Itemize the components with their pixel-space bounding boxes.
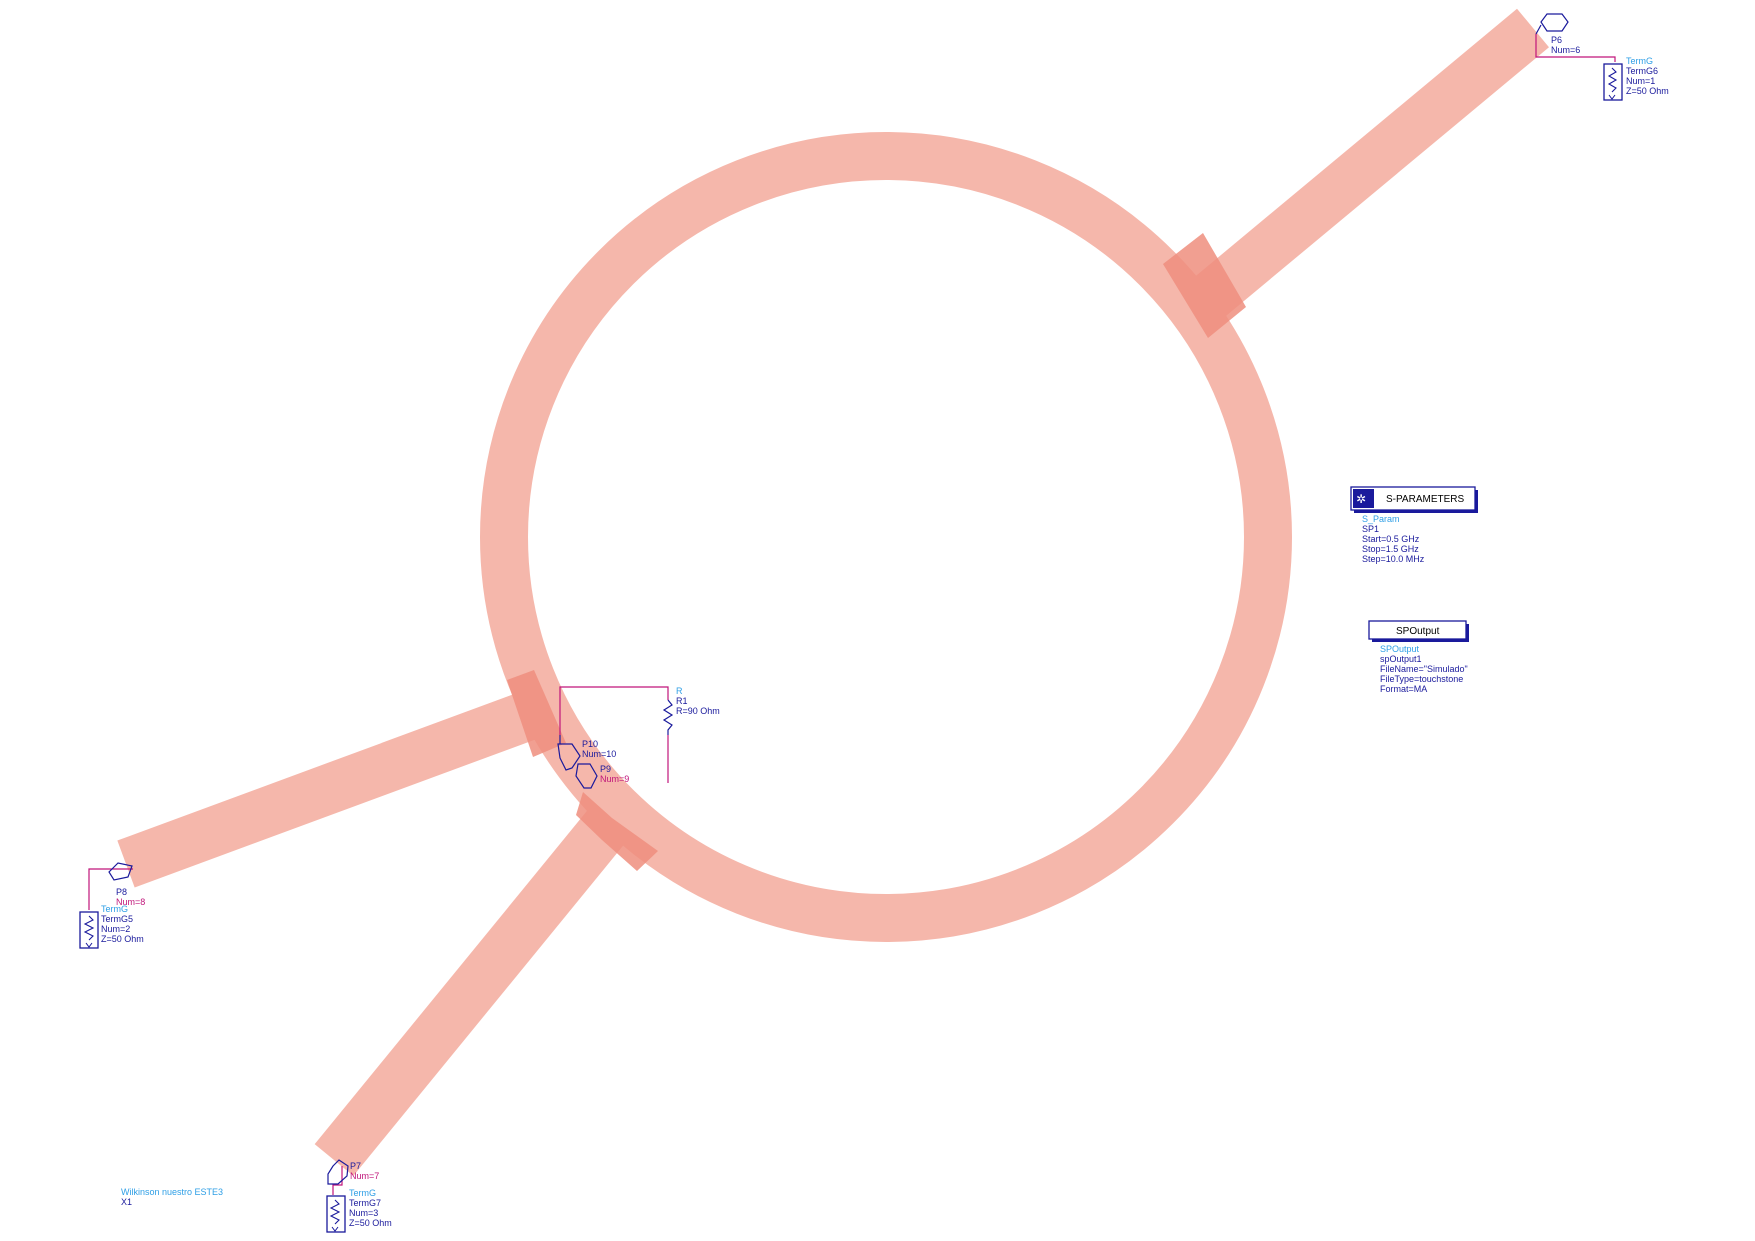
termg7[interactable]: TermG TermG7 Num=3 Z=50 Ohm [326, 1188, 392, 1233]
sparam-start: Start=0.5 GHz [1362, 534, 1420, 544]
sparam-stop: Stop=1.5 GHz [1362, 544, 1419, 554]
port-num: Num=10 [582, 749, 616, 759]
subcircuit-label[interactable]: Wilkinson nuestro ESTE3 X1 [121, 1187, 223, 1207]
port-p9[interactable]: P9 Num=9 [575, 763, 629, 789]
port-label: P8 [116, 887, 127, 897]
port-icon [557, 743, 581, 771]
port-icon [575, 763, 598, 789]
term-impedance: Z=50 Ohm [1626, 86, 1669, 96]
term-name: TermG6 [1626, 66, 1658, 76]
port-icon [327, 1159, 349, 1185]
resistor-value: R=90 Ohm [676, 706, 720, 716]
spoutput-type: SPOutput [1380, 644, 1420, 654]
term-body [326, 1195, 346, 1233]
resistor-zigzag-icon [662, 699, 674, 735]
resistor-r1[interactable]: R R1 R=90 Ohm [662, 686, 720, 735]
term-num: Num=2 [101, 924, 130, 934]
spoutput-title: SPOutput [1396, 626, 1440, 637]
spoutput-block[interactable]: SPOutput SPOutput spOutput1 FileName="Si… [1368, 620, 1469, 694]
term-body [1603, 63, 1623, 101]
sparam-box [1350, 486, 1476, 511]
term-impedance: Z=50 Ohm [101, 934, 144, 944]
arm-trace-p6 [1184, 8, 1549, 325]
overlap-junction-p6 [1163, 233, 1246, 338]
sparam-controller[interactable]: ✲ S-PARAMETERS S_Param SP1 Start=0.5 GHz… [1350, 486, 1478, 564]
overlap-junction-p8 [507, 670, 566, 757]
wires [88, 34, 1616, 1195]
term-type: TermG [101, 904, 128, 914]
sparam-step: Step=10.0 MHz [1362, 554, 1425, 564]
port-icon [1540, 13, 1569, 32]
ground-arrow-icon [1608, 94, 1616, 100]
port-label: P7 [350, 1161, 361, 1171]
sparam-title: S-PARAMETERS [1386, 494, 1464, 505]
ground-arrow-icon [85, 942, 93, 948]
sparam-logo-icon [1353, 489, 1374, 508]
spoutput-filetype: FileType=touchstone [1380, 674, 1463, 684]
port-lead [1535, 24, 1542, 35]
port-p8[interactable]: P8 Num=8 [108, 862, 145, 907]
subcircuit-instance: X1 [121, 1197, 132, 1207]
term-type: TermG [349, 1188, 376, 1198]
port-p10[interactable]: P10 Num=10 [557, 735, 616, 771]
term-num: Num=3 [349, 1208, 378, 1218]
wire-p10-r1 [559, 686, 669, 735]
resistor-name: R1 [676, 696, 688, 706]
port-num: Num=6 [1551, 45, 1580, 55]
wire-p6-termg6 [1535, 34, 1616, 62]
term-name: TermG7 [349, 1198, 381, 1208]
port-num: Num=8 [116, 897, 145, 907]
ground-arrow-icon [331, 1226, 339, 1232]
term-type: TermG [1626, 56, 1653, 66]
sparam-type: S_Param [1362, 514, 1400, 524]
resistor-zigzag-icon [83, 915, 95, 941]
port-label: P6 [1551, 35, 1562, 45]
resistor-zigzag-icon [329, 1199, 341, 1225]
port-label: P10 [582, 739, 598, 749]
port-p7[interactable]: P7 Num=7 [327, 1159, 379, 1185]
term-impedance: Z=50 Ohm [349, 1218, 392, 1228]
spoutput-filename: FileName="Simulado" [1380, 664, 1468, 674]
port-num: Num=7 [350, 1171, 379, 1181]
wire-p7-termg7 [332, 1166, 343, 1195]
term-num: Num=1 [1626, 76, 1655, 86]
spoutput-box [1368, 620, 1467, 640]
port-num: Num=9 [600, 774, 629, 784]
port-p6[interactable]: P6 Num=6 [1535, 13, 1580, 55]
arm-trace-p7 [314, 794, 640, 1176]
arm-trace-p8 [117, 679, 571, 888]
resistor-type: R [676, 686, 683, 696]
resistor-zigzag-icon [1607, 67, 1618, 93]
term-body [79, 911, 99, 949]
termg6[interactable]: TermG TermG6 Num=1 Z=50 Ohm [1603, 56, 1669, 101]
ring-trace [480, 132, 1292, 942]
term-name: TermG5 [101, 914, 133, 924]
microstrip-layout [117, 8, 1549, 1176]
termg5[interactable]: TermG TermG5 Num=2 Z=50 Ohm [79, 904, 144, 949]
port-label: P9 [600, 764, 611, 774]
spoutput-name: spOutput1 [1380, 654, 1422, 664]
overlap-junction-p7 [576, 792, 658, 871]
sparam-logo-glyph: ✲ [1356, 492, 1366, 506]
port-icon [108, 862, 133, 881]
sparam-name: SP1 [1362, 524, 1379, 534]
spoutput-format: Format=MA [1380, 684, 1427, 694]
subcircuit-name: Wilkinson nuestro ESTE3 [121, 1187, 223, 1197]
wire-p8-termg5 [88, 868, 133, 910]
